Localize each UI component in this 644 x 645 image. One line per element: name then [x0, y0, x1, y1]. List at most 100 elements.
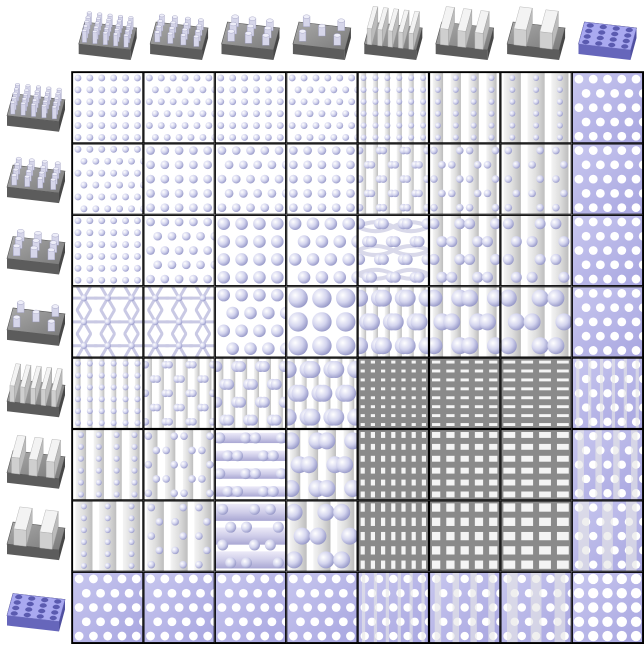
- pattern-cell-r6-c5: [357, 429, 430, 501]
- cell-border: [143, 286, 215, 358]
- cell-border: [429, 286, 501, 358]
- pattern-cell-r2-c1: [72, 143, 144, 215]
- pattern-cell-r1-c1: [72, 72, 144, 144]
- pattern-cell-r7-c2: [143, 500, 215, 572]
- cell-border: [357, 286, 430, 358]
- pattern-cell-r8-c4: [286, 571, 358, 644]
- cell-border: [357, 214, 430, 287]
- pattern-cell-r5-c1: [72, 357, 144, 430]
- cell-border: [500, 143, 572, 215]
- pattern-grid: [71, 71, 644, 645]
- cell-border: [500, 429, 572, 501]
- cell-border: [429, 357, 501, 430]
- column-header-hole-array-icon: [578, 21, 637, 60]
- pattern-cell-r8-c6: [429, 571, 501, 644]
- pattern-cell-r7-c3: [214, 500, 287, 572]
- cell-border: [214, 357, 287, 430]
- cell-border: [286, 143, 358, 215]
- pattern-cell-r6-c8: [571, 429, 644, 501]
- cell-border: [429, 500, 501, 572]
- column-header-paired-pillars-icon: [292, 14, 352, 60]
- cell-border: [143, 429, 215, 501]
- pattern-cell-r4-c6: [429, 286, 501, 358]
- pattern-cell-r4-c4: [286, 286, 358, 358]
- row-header-medium-pillars-icon: [6, 156, 66, 204]
- pattern-cell-r1-c5: [357, 72, 430, 144]
- pattern-cell-r7-c4: [286, 500, 358, 572]
- pattern-cell-r2-c5: [357, 143, 430, 215]
- cell-border: [429, 214, 501, 287]
- column-header-dense-pillars-icon: [78, 11, 138, 60]
- cell-border: [143, 143, 215, 215]
- pattern-cell-r2-c4: [286, 143, 358, 215]
- pattern-cell-r8-c1: [72, 571, 144, 644]
- pattern-cell-r3-c4: [286, 214, 358, 287]
- pattern-cell-r2-c3: [214, 143, 287, 215]
- pattern-cell-r1-c8: [571, 72, 644, 144]
- cell-border: [214, 286, 287, 358]
- column-header-thin-lines-icon: [363, 6, 423, 60]
- column-header-sparse-pillars-icon: [221, 14, 280, 60]
- pattern-cell-r7-c5: [357, 500, 430, 572]
- pattern-cell-r5-c3: [214, 357, 287, 430]
- pattern-cell-r2-c7: [500, 143, 572, 215]
- pattern-cell-r5-c6: [429, 357, 501, 430]
- row-header-thin-lines-icon: [6, 363, 66, 418]
- pattern-cell-r4-c7: [500, 286, 572, 358]
- row-header-medium-lines-icon: [6, 435, 66, 489]
- pattern-cell-r1-c4: [286, 72, 358, 144]
- pattern-cell-r4-c8: [571, 286, 644, 358]
- pattern-cell-r2-c6: [429, 143, 501, 215]
- pattern-cell-r8-c7: [500, 571, 572, 644]
- cell-border: [143, 357, 215, 430]
- column-header-medium-lines-icon: [435, 6, 495, 60]
- pattern-cell-r3-c5: [357, 214, 430, 287]
- cell-border: [143, 500, 215, 572]
- pattern-cell-r3-c8: [571, 214, 644, 287]
- cell-border: [214, 429, 287, 501]
- pattern-cell-r4-c3: [214, 286, 287, 358]
- pattern-cell-r6-c1: [72, 429, 144, 501]
- pattern-cell-r1-c2: [143, 72, 215, 144]
- pattern-cell-r1-c6: [429, 72, 501, 144]
- cell-border: [500, 357, 572, 430]
- pattern-cell-r4-c1: [72, 286, 144, 358]
- pattern-cell-r3-c1: [72, 214, 144, 287]
- pattern-cell-r8-c5: [357, 571, 430, 644]
- pattern-cell-r5-c2: [143, 357, 215, 430]
- cell-border: [357, 500, 430, 572]
- cell-border: [214, 214, 287, 287]
- cell-border: [214, 500, 287, 572]
- column-header-row: [78, 6, 637, 60]
- cell-border: [357, 357, 430, 430]
- cell-border: [500, 214, 572, 287]
- column-header-medium-pillars-icon: [149, 13, 209, 60]
- pattern-cell-r7-c6: [429, 500, 501, 572]
- pattern-cell-r1-c3: [214, 72, 287, 144]
- cell-border: [214, 143, 287, 215]
- pattern-cell-r3-c7: [500, 214, 572, 287]
- pattern-cell-r6-c2: [143, 429, 215, 501]
- pattern-cell-r2-c8: [571, 143, 644, 215]
- pattern-cell-r5-c4: [286, 357, 358, 430]
- pattern-cell-r7-c7: [500, 500, 572, 572]
- pattern-cell-r5-c7: [500, 357, 572, 430]
- pattern-cell-r6-c6: [429, 429, 501, 501]
- cell-border: [286, 214, 358, 287]
- pattern-cell-r4-c2: [143, 286, 215, 358]
- row-header-paired-pillars-icon: [6, 300, 66, 346]
- row-header-dense-pillars-icon: [6, 83, 66, 132]
- pattern-cell-r4-c5: [357, 286, 430, 358]
- pattern-cell-r3-c6: [429, 214, 501, 287]
- pattern-cell-r3-c3: [214, 214, 287, 287]
- pattern-cell-r1-c7: [500, 72, 572, 144]
- pattern-cell-r6-c4: [286, 429, 358, 501]
- cell-border: [286, 357, 358, 430]
- pattern-cell-r5-c8: [571, 357, 644, 430]
- cell-border: [500, 286, 572, 358]
- pattern-cell-r6-c3: [214, 429, 287, 501]
- row-header-thick-lines-icon: [6, 506, 66, 561]
- pattern-cell-r7-c8: [571, 500, 644, 572]
- cell-border: [500, 500, 572, 572]
- pattern-cell-r3-c2: [143, 214, 215, 287]
